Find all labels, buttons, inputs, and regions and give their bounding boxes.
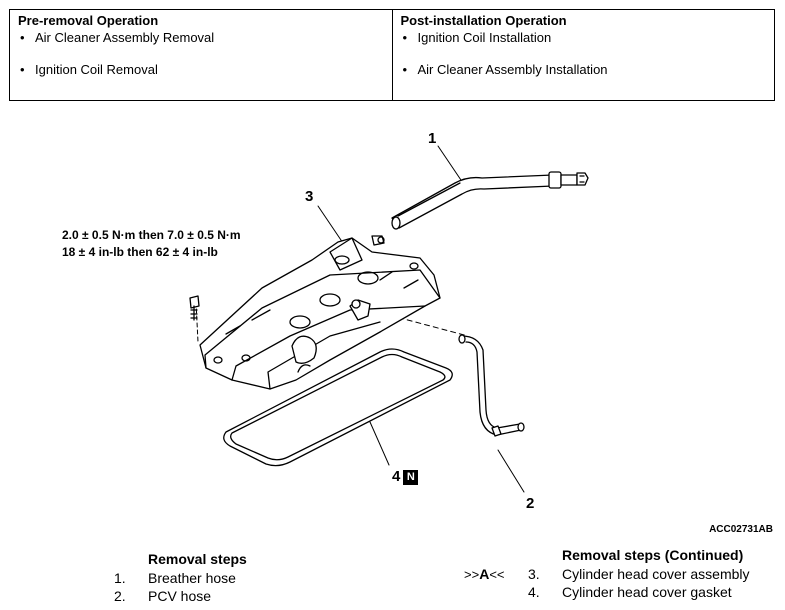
- pcv-hose-drawing: [458, 334, 525, 437]
- pre-removal-item: Ignition Coil Removal: [18, 62, 384, 78]
- pre-removal-item: Air Cleaner Assembly Removal: [18, 30, 384, 46]
- removal-steps-title: Removal steps: [148, 551, 247, 567]
- step-number: 1.: [114, 570, 126, 586]
- post-installation-column: Post-installation Operation Ignition Coi…: [391, 10, 775, 100]
- cylinder-head-cover-illustration: [189, 145, 589, 493]
- step-number: 4.: [528, 584, 540, 600]
- post-installation-list: Ignition Coil Installation Air Cleaner A…: [401, 30, 767, 78]
- cover-gasket-drawing: [223, 348, 453, 467]
- breather-hose-drawing: [391, 171, 589, 230]
- callout-1: 1: [428, 130, 437, 147]
- pre-removal-title: Pre-removal Operation: [18, 13, 159, 28]
- replace-part-badge: N: [403, 470, 419, 485]
- removal-steps-right: Removal steps (Continued) >>A<< 3. Cylin…: [460, 547, 780, 601]
- removal-steps-continued-title: Removal steps (Continued): [562, 547, 744, 563]
- breather-fitting-drawing: [371, 235, 385, 246]
- removal-steps-left: Removal steps 1. Breather hose 2. PCV ho…: [112, 551, 372, 605]
- cover-bolt-drawing: [189, 295, 200, 321]
- removal-step: 4. Cylinder head cover gasket: [460, 583, 780, 601]
- service-point-mark: >>A<<: [464, 566, 505, 582]
- step-text: Cylinder head cover gasket: [562, 584, 732, 600]
- callout-2: 2: [526, 495, 535, 512]
- step-text: PCV hose: [148, 588, 212, 604]
- step-text: Cylinder head cover assembly: [562, 566, 750, 582]
- removal-step: 1. Breather hose: [112, 569, 372, 587]
- step-number: 2.: [114, 588, 126, 604]
- removal-step: 2. PCV hose: [112, 587, 372, 605]
- step-number: 3.: [528, 566, 540, 582]
- torque-spec: 2.0 ± 0.5 N·m then 7.0 ± 0.5 N·m 18 ± 4 …: [62, 227, 241, 261]
- post-installation-title: Post-installation Operation: [400, 13, 567, 28]
- callout-3: 3: [305, 188, 314, 205]
- torque-spec-metric: 2.0 ± 0.5 N·m then 7.0 ± 0.5 N·m: [62, 228, 241, 242]
- removal-step: >>A<< 3. Cylinder head cover assembly: [460, 565, 780, 583]
- pre-removal-column: Pre-removal Operation Air Cleaner Assemb…: [10, 10, 392, 100]
- post-installation-item: Ignition Coil Installation: [401, 30, 767, 46]
- cylinder-head-cover-drawing: [199, 237, 441, 390]
- figure-id: ACC02731AB: [709, 524, 773, 535]
- torque-spec-imperial: 18 ± 4 in-lb then 62 ± 4 in-lb: [62, 245, 218, 259]
- step-text: Breather hose: [148, 570, 236, 586]
- post-installation-item: Air Cleaner Assembly Installation: [401, 62, 767, 78]
- callout-4-number: 4: [392, 468, 401, 485]
- pre-removal-list: Air Cleaner Assembly Removal Ignition Co…: [18, 30, 384, 78]
- operations-table: Pre-removal Operation Air Cleaner Assemb…: [9, 9, 775, 101]
